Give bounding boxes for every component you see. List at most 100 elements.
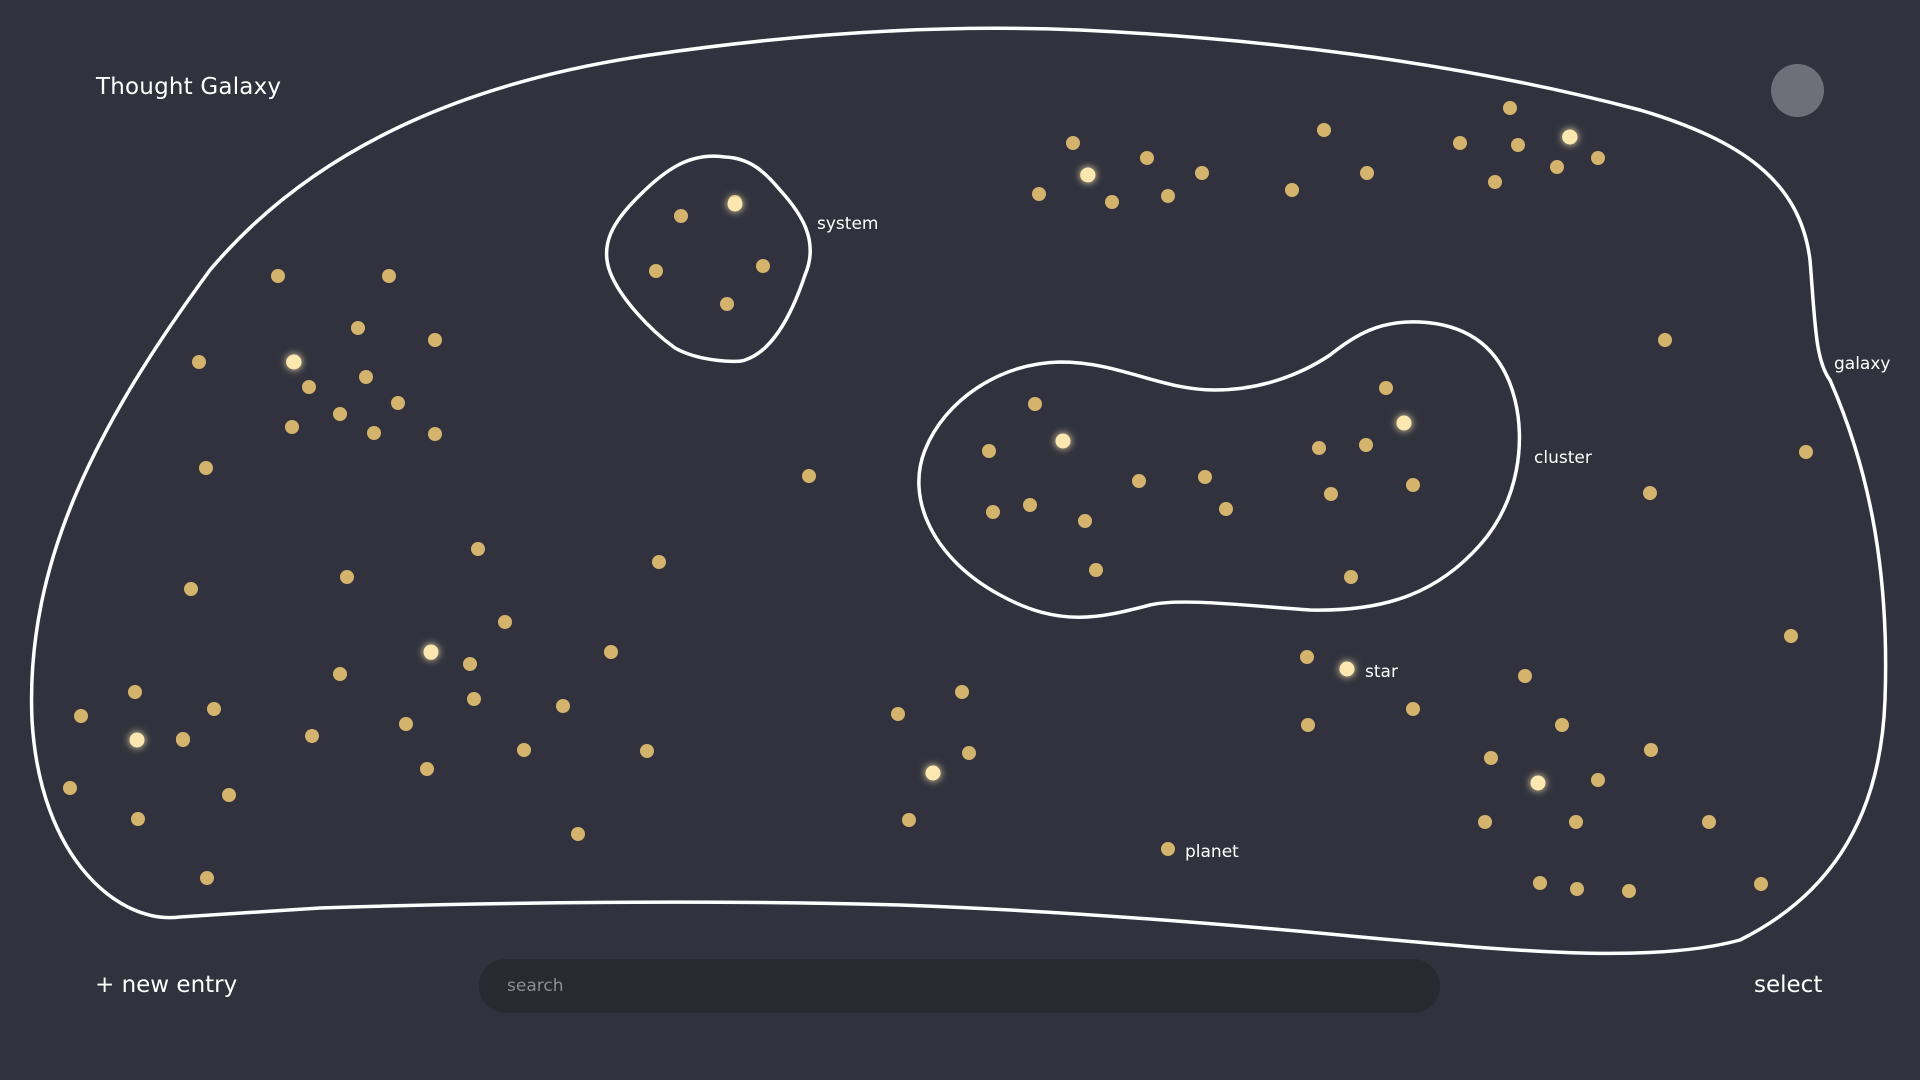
thought-star[interactable] [1644,743,1658,757]
thought-star[interactable] [200,871,214,885]
thought-star[interactable] [302,380,316,394]
thought-star[interactable] [652,555,666,569]
thought-star[interactable] [1089,563,1103,577]
thought-star[interactable] [720,297,734,311]
thought-star[interactable] [1161,842,1175,856]
thought-star[interactable] [756,259,770,273]
thought-star[interactable] [1754,877,1768,891]
thought-star[interactable] [955,685,969,699]
thought-star[interactable] [391,396,405,410]
thought-star[interactable] [1317,123,1331,137]
thought-star[interactable] [428,333,442,347]
thought-star[interactable] [1518,669,1532,683]
highlighted-thought-star[interactable] [1339,661,1355,677]
thought-star[interactable] [463,657,477,671]
thought-star[interactable] [1066,136,1080,150]
highlighted-thought-star[interactable] [1530,775,1546,791]
thought-star[interactable] [1658,333,1672,347]
thought-star[interactable] [1570,882,1584,896]
thought-star[interactable] [1300,650,1314,664]
thought-star[interactable] [556,699,570,713]
thought-star[interactable] [1550,160,1564,174]
thought-star[interactable] [1198,470,1212,484]
thought-star[interactable] [1784,629,1798,643]
thought-star[interactable] [333,407,347,421]
thought-star[interactable] [982,444,996,458]
search-input[interactable] [479,959,1440,1013]
highlighted-thought-star[interactable] [1396,415,1412,431]
thought-star[interactable] [674,209,688,223]
thought-star[interactable] [1301,718,1315,732]
thought-star[interactable] [285,420,299,434]
thought-star[interactable] [1702,815,1716,829]
thought-star[interactable] [1555,718,1569,732]
system-outline[interactable] [604,154,812,364]
thought-star[interactable] [1028,397,1042,411]
new-entry-button[interactable]: + new entry [95,972,238,998]
thought-star[interactable] [428,427,442,441]
galaxy-outline[interactable] [29,26,1888,956]
thought-star[interactable] [63,781,77,795]
thought-star[interactable] [604,645,618,659]
cluster-outline[interactable] [917,320,1522,619]
select-button[interactable]: select [1754,972,1823,998]
highlighted-thought-star[interactable] [129,732,145,748]
thought-star[interactable] [802,469,816,483]
thought-star[interactable] [649,264,663,278]
highlighted-thought-star[interactable] [1562,129,1578,145]
thought-star[interactable] [359,370,373,384]
thought-star[interactable] [471,542,485,556]
thought-star[interactable] [498,615,512,629]
thought-star[interactable] [1360,166,1374,180]
thought-star[interactable] [131,812,145,826]
thought-star[interactable] [1484,751,1498,765]
highlighted-thought-star[interactable] [1080,167,1096,183]
thought-star[interactable] [1478,815,1492,829]
thought-star[interactable] [399,717,413,731]
thought-star[interactable] [207,702,221,716]
thought-star[interactable] [1032,187,1046,201]
avatar[interactable] [1771,64,1824,117]
thought-star[interactable] [1285,183,1299,197]
thought-star[interactable] [74,709,88,723]
thought-star[interactable] [640,744,654,758]
highlighted-thought-star[interactable] [423,644,439,660]
highlighted-thought-star[interactable] [925,765,941,781]
thought-star[interactable] [1406,702,1420,716]
thought-star[interactable] [1324,487,1338,501]
thought-star[interactable] [902,813,916,827]
thought-star[interactable] [351,321,365,335]
highlighted-thought-star[interactable] [1055,433,1071,449]
highlighted-thought-star[interactable] [727,196,743,212]
thought-star[interactable] [1140,151,1154,165]
thought-star[interactable] [367,426,381,440]
thought-star[interactable] [192,355,206,369]
thought-star[interactable] [1591,151,1605,165]
thought-star[interactable] [382,269,396,283]
thought-star[interactable] [517,743,531,757]
thought-star[interactable] [962,746,976,760]
thought-star[interactable] [1503,101,1517,115]
thought-star[interactable] [1622,884,1636,898]
thought-star[interactable] [571,827,585,841]
thought-star[interactable] [1643,486,1657,500]
thought-star[interactable] [340,570,354,584]
thought-star[interactable] [891,707,905,721]
thought-star[interactable] [1488,175,1502,189]
thought-star[interactable] [1078,514,1092,528]
thought-star[interactable] [1379,381,1393,395]
thought-star[interactable] [333,667,347,681]
thought-star[interactable] [1105,195,1119,209]
thought-star[interactable] [305,729,319,743]
thought-star[interactable] [222,788,236,802]
thought-star[interactable] [176,733,190,747]
thought-star[interactable] [1344,570,1358,584]
thought-star[interactable] [420,762,434,776]
thought-star[interactable] [1359,438,1373,452]
thought-star[interactable] [467,692,481,706]
thought-star[interactable] [128,685,142,699]
thought-star[interactable] [1312,441,1326,455]
thought-star[interactable] [1591,773,1605,787]
thought-star[interactable] [1569,815,1583,829]
